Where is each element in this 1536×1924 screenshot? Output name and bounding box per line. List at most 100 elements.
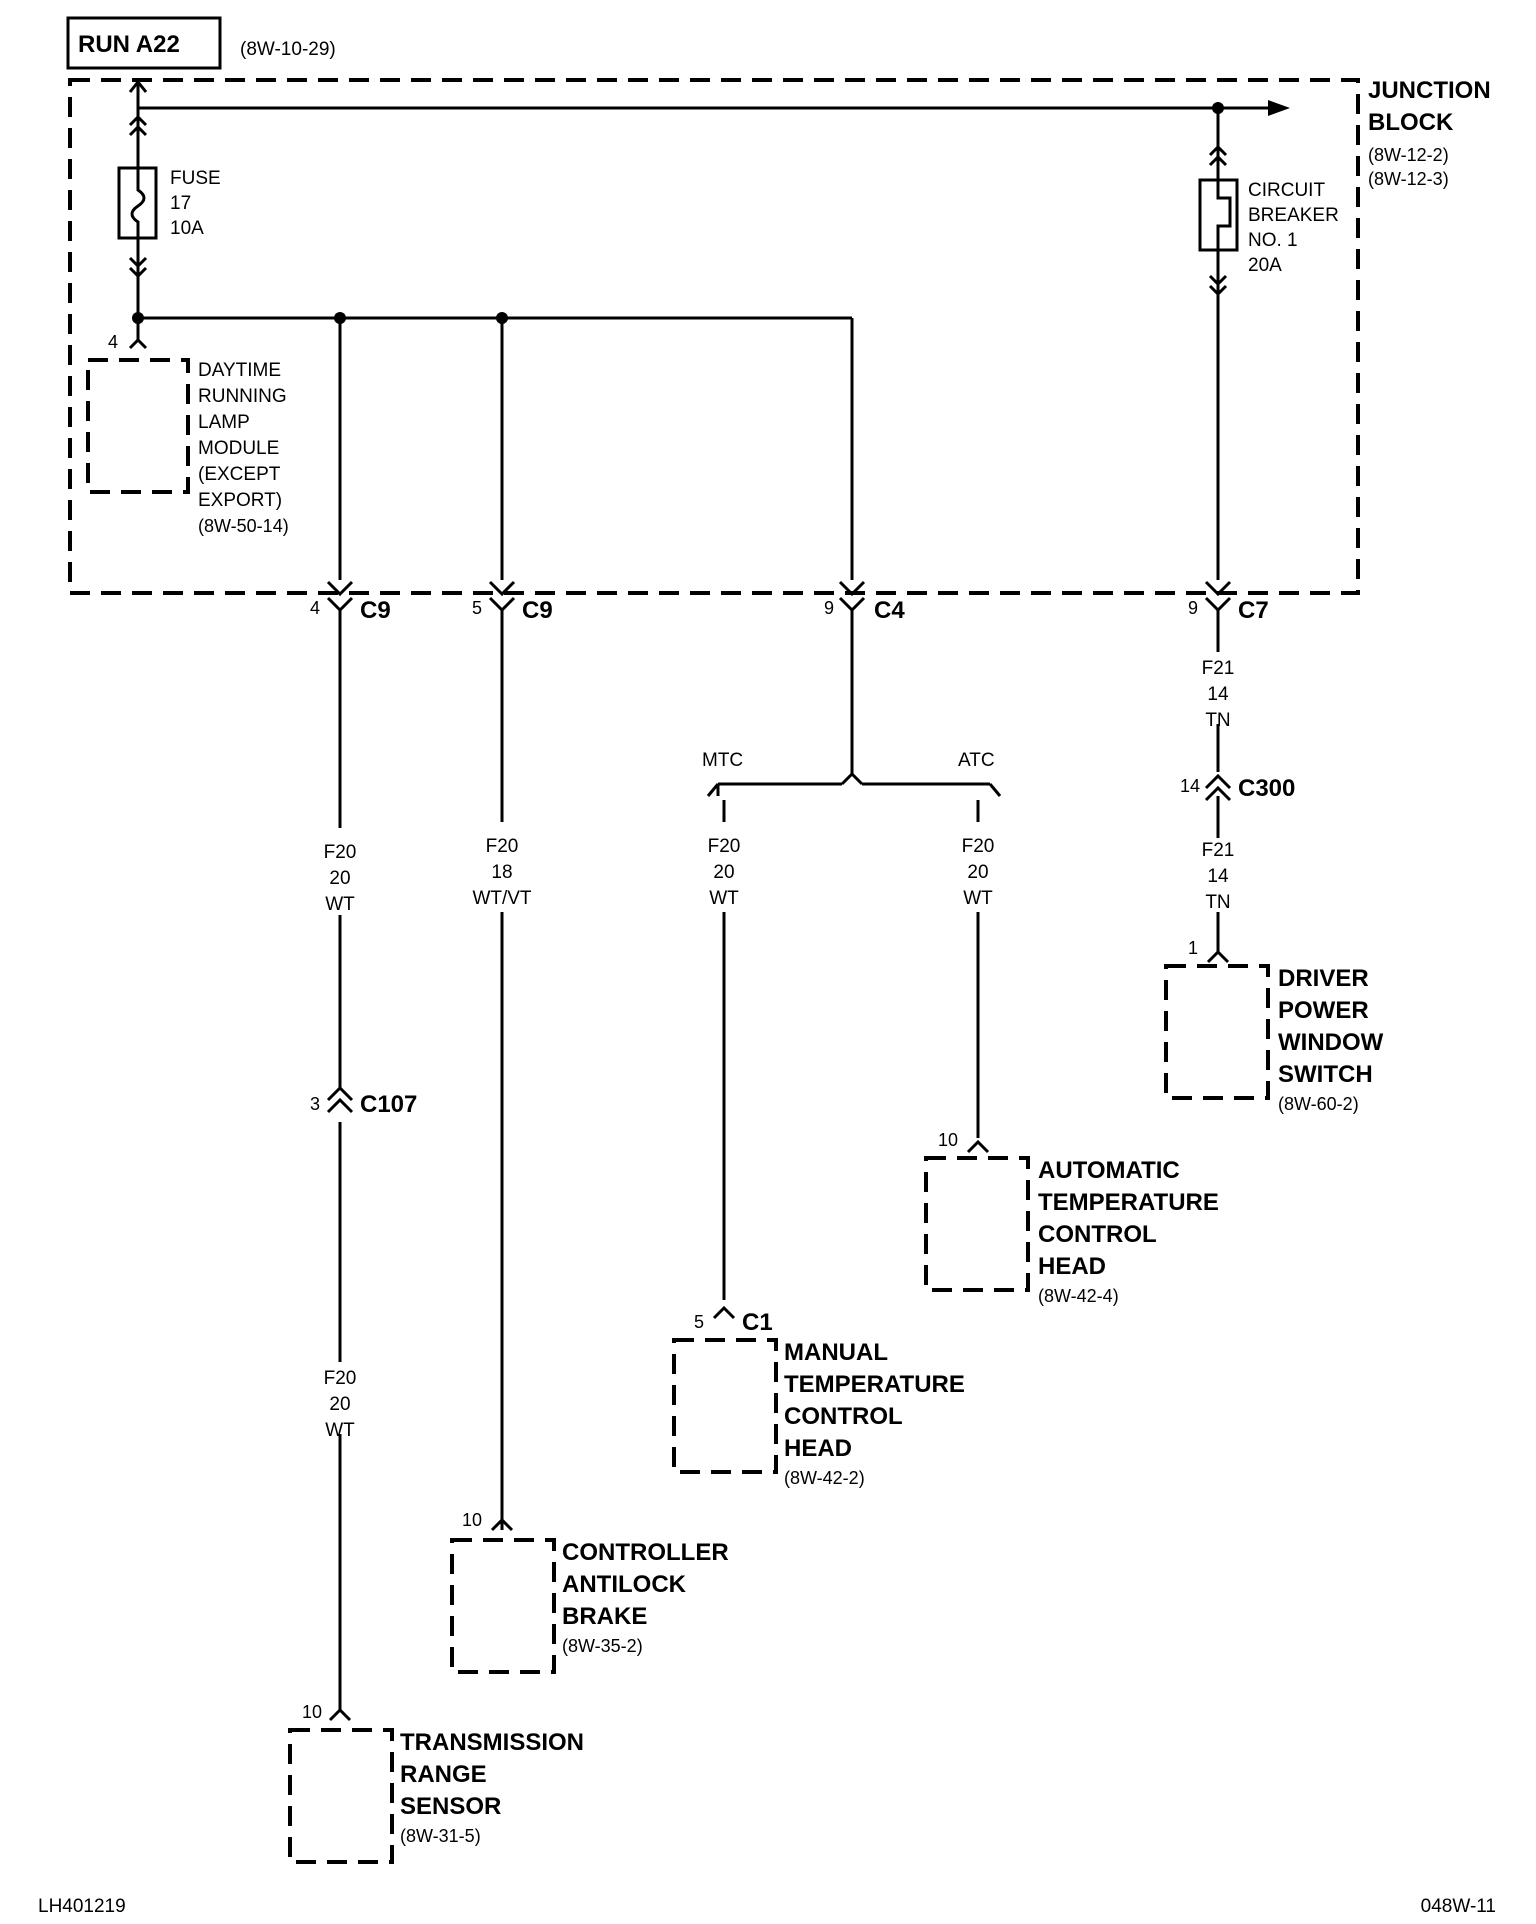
drl-pin: 4 [108, 332, 118, 352]
w3-l2: 20 [713, 862, 734, 883]
footer-right: 048W-11 [1421, 1896, 1496, 1917]
branch-mtc: MTC [702, 750, 743, 771]
atc-l1: AUTOMATIC [1038, 1157, 1180, 1184]
window-switch-l1: DRIVER [1278, 965, 1369, 992]
w1-top-l2: 20 [329, 868, 350, 889]
junction-block-ref-1: (8W-12-2) [1368, 145, 1449, 165]
abs-l2: ANTILOCK [562, 1571, 687, 1598]
w1-top-l3: WT [325, 894, 355, 915]
wire-f20-atc [966, 912, 990, 1154]
window-switch-l4: SWITCH [1278, 1061, 1373, 1088]
w4-l3: WT [963, 888, 993, 909]
mtc-l2: TEMPERATURE [784, 1371, 965, 1398]
abs-l3: BRAKE [562, 1603, 647, 1630]
c9b-name: C9 [522, 597, 553, 624]
w1-bot-l1: F20 [324, 1368, 357, 1389]
mtc-l1: MANUAL [784, 1339, 888, 1366]
atc-l2: TEMPERATURE [1038, 1189, 1219, 1216]
c7-name: C7 [1238, 597, 1269, 624]
trs-pin: 10 [302, 1702, 322, 1722]
atc-head-box [924, 1156, 1030, 1292]
c9a-pin: 4 [310, 598, 320, 618]
drl-label-6: EXPORT) [198, 490, 282, 511]
mtc-l4: HEAD [784, 1435, 852, 1462]
drl-label-1: DAYTIME [198, 360, 281, 381]
drl-ref: (8W-50-14) [198, 516, 289, 536]
wire-c4-branch [706, 610, 1002, 822]
w5-bot-l2: 14 [1207, 866, 1229, 887]
c4-pin: 9 [824, 598, 834, 618]
connector-c9-pin4 [326, 580, 354, 613]
top-bus [128, 79, 1290, 116]
w3-l3: WT [709, 888, 739, 909]
drl-label-4: MODULE [198, 438, 279, 459]
fuse-17 [117, 108, 158, 318]
junction-block-ref-2: (8W-12-3) [1368, 169, 1449, 189]
trs-box [288, 1728, 394, 1864]
connector-c4 [838, 580, 866, 613]
title: RUN A22 [78, 31, 180, 58]
w5-bot-l1: F21 [1202, 840, 1235, 861]
drl-module-box [86, 358, 190, 494]
junction-block-label-1: JUNCTION [1368, 77, 1491, 104]
drl-label-3: LAMP [198, 412, 250, 433]
c9a-name: C9 [360, 597, 391, 624]
mtc-ref: (8W-42-2) [784, 1468, 865, 1488]
window-switch-l3: WINDOW [1278, 1029, 1384, 1056]
wire-f20-mtc [712, 912, 736, 1320]
w1-top-l1: F20 [324, 842, 357, 863]
atc-ref: (8W-42-4) [1038, 1286, 1119, 1306]
c300-pin: 14 [1180, 776, 1200, 796]
w4-l1: F20 [962, 836, 995, 857]
atc-l4: HEAD [1038, 1253, 1106, 1280]
abs-pin: 10 [462, 1510, 482, 1530]
drl-label-2: RUNNING [198, 386, 287, 407]
fuse-label-3: 10A [170, 218, 204, 239]
connector-c9-pin5 [488, 580, 516, 613]
title-ref: (8W-10-29) [240, 39, 336, 60]
title-box [66, 16, 222, 70]
w5-bot-l3: TN [1205, 892, 1230, 913]
wire-f21-window [1204, 610, 1232, 964]
trs-l2: RANGE [400, 1761, 487, 1788]
mtc-l3: CONTROL [784, 1403, 903, 1430]
abs-l1: CONTROLLER [562, 1539, 729, 1566]
breaker-label-3: NO. 1 [1248, 230, 1298, 251]
abs-pin-chevron [490, 1517, 514, 1532]
window-switch-pin: 1 [1188, 938, 1198, 958]
w5-top-l2: 14 [1207, 684, 1229, 705]
window-switch-box [1164, 964, 1270, 1100]
c1-pin: 5 [694, 1312, 704, 1332]
c4-name: C4 [874, 597, 905, 624]
mtc-head-box [672, 1338, 778, 1474]
c107-name: C107 [360, 1091, 417, 1118]
w4-l2: 20 [967, 862, 988, 883]
trs-pin-chevron [328, 1707, 352, 1722]
breaker-label-2: BREAKER [1248, 205, 1339, 226]
w1-bot-l2: 20 [329, 1394, 350, 1415]
trs-l3: SENSOR [400, 1793, 501, 1820]
w1-bot-l3: WT [325, 1420, 355, 1441]
connector-c7 [1204, 580, 1232, 613]
c1-name: C1 [742, 1309, 773, 1336]
trs-l1: TRANSMISSION [400, 1729, 584, 1756]
atc-l3: CONTROL [1038, 1221, 1157, 1248]
c9b-pin: 5 [472, 598, 482, 618]
abs-box [450, 1538, 556, 1674]
breaker-label-1: CIRCUIT [1248, 180, 1325, 201]
footer-left: LH401219 [38, 1896, 126, 1917]
trs-ref: (8W-31-5) [400, 1826, 481, 1846]
drl-label-5: (EXCEPT [198, 464, 281, 485]
atc-pin: 10 [938, 1130, 958, 1150]
fuse-label-1: FUSE [170, 168, 221, 189]
fuse-output-bus [128, 312, 854, 580]
junction-block-label-2: BLOCK [1368, 109, 1454, 136]
window-switch-l2: POWER [1278, 997, 1369, 1024]
abs-ref: (8W-35-2) [562, 1636, 643, 1656]
w3-l1: F20 [708, 836, 741, 857]
w2-l3: WT/VT [472, 888, 531, 909]
breaker-label-4: 20A [1248, 255, 1282, 276]
wire-f20-trs [326, 610, 354, 1710]
w5-top-l3: TN [1205, 710, 1230, 731]
